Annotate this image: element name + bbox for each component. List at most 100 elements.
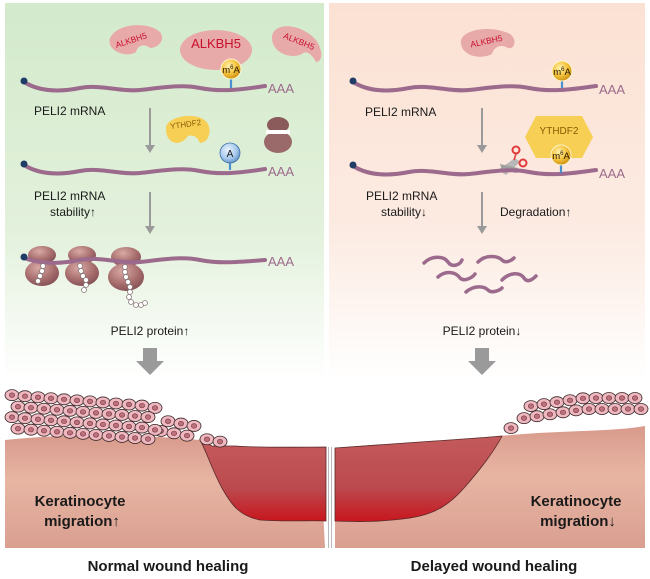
cell-nucleus bbox=[48, 395, 54, 401]
cell-nucleus bbox=[9, 414, 15, 420]
polya-tail-label: AAA bbox=[599, 166, 625, 181]
cell-nucleus bbox=[74, 419, 80, 425]
cell-nucleus bbox=[528, 403, 534, 409]
alkbh5-label: ALKBH5 bbox=[191, 36, 241, 51]
cell-nucleus bbox=[35, 416, 41, 422]
cell-nucleus bbox=[126, 401, 132, 408]
cell-nucleus bbox=[619, 395, 625, 401]
cell-nucleus bbox=[22, 415, 28, 421]
alkbh5-enzyme-2: ALKBH5 bbox=[180, 30, 252, 70]
cell-nucleus bbox=[178, 420, 184, 427]
degradation-label: Degradation↑ bbox=[500, 205, 571, 219]
left-caption: Normal wound healing bbox=[88, 558, 249, 575]
cell-nucleus bbox=[139, 424, 145, 431]
cell-nucleus bbox=[9, 392, 15, 398]
cell-nucleus bbox=[191, 423, 197, 429]
cell-nucleus bbox=[612, 406, 618, 412]
stability-label: stability↓ bbox=[381, 205, 427, 219]
mrna-label: PELI2 mRNA bbox=[34, 189, 105, 203]
right-panel-background bbox=[329, 3, 645, 381]
cell-nucleus bbox=[48, 417, 54, 423]
cell-nucleus bbox=[184, 433, 190, 439]
mrna-strand-2: m6A AAA bbox=[349, 144, 625, 181]
mrna-cap-icon bbox=[20, 160, 28, 168]
cell-nucleus bbox=[15, 404, 21, 410]
cell-nucleus bbox=[152, 427, 158, 433]
degraded-mrna-fragments-icon bbox=[422, 254, 538, 294]
cell-nucleus bbox=[61, 396, 67, 402]
m6a-mark-icon bbox=[550, 144, 572, 166]
polya-tail-label: AAA bbox=[599, 82, 625, 97]
adenosine-mark-label: A bbox=[227, 149, 234, 160]
cell-nucleus bbox=[113, 400, 119, 407]
ythdf2-reader: YTHDF2 bbox=[166, 115, 210, 143]
arrow-down-icon bbox=[145, 192, 155, 234]
cell-nucleus bbox=[554, 399, 560, 405]
cell-nucleus bbox=[119, 434, 125, 440]
cell-nucleus bbox=[67, 430, 73, 436]
mrna-cap-icon bbox=[20, 253, 28, 261]
cell-nucleus bbox=[28, 405, 34, 411]
mrna-strand-1: m6A AAA bbox=[20, 58, 294, 96]
mrna-label: PELI2 mRNA bbox=[366, 189, 437, 203]
cell-nucleus bbox=[593, 395, 599, 401]
ribosome-icon bbox=[264, 117, 292, 153]
right-wound bbox=[334, 435, 503, 522]
arrow-down-icon bbox=[145, 108, 155, 153]
cell-nucleus bbox=[606, 395, 612, 401]
protein-label: PELI2 protein↑ bbox=[111, 324, 190, 338]
mrna-cap-icon bbox=[349, 77, 357, 85]
mrna-label: PELI2 mRNA bbox=[34, 104, 105, 118]
cell-nucleus bbox=[534, 413, 540, 419]
cell-nucleus bbox=[41, 406, 47, 412]
cell-nucleus bbox=[139, 402, 145, 409]
cell-nucleus bbox=[106, 411, 112, 417]
skin-illustration: Keratinocyte migration↑ Keratinocyte mig… bbox=[4, 389, 649, 548]
cell-nucleus bbox=[171, 430, 177, 436]
cell-nucleus bbox=[28, 427, 34, 433]
cell-nucleus bbox=[632, 395, 638, 401]
right-caption: Delayed wound healing bbox=[411, 558, 578, 575]
left-panel: ALKBH5 ALKBH5 ALKBH5 m6A AAA PELI2 mRNA bbox=[20, 25, 322, 375]
mrna-strand-1: m6A AAA bbox=[349, 60, 625, 97]
migration-label: migration↓ bbox=[540, 513, 616, 530]
cell-nucleus bbox=[15, 426, 21, 432]
polya-tail-label: AAA bbox=[268, 81, 294, 96]
stability-label: stability↑ bbox=[50, 205, 96, 219]
mrna-cap-icon bbox=[20, 77, 28, 85]
cell-nucleus bbox=[119, 412, 125, 418]
alkbh5-enzyme: ALKBH5 bbox=[460, 29, 515, 57]
cell-nucleus bbox=[521, 415, 527, 421]
cell-nucleus bbox=[580, 395, 586, 401]
alkbh5-enzyme-3: ALKBH5 bbox=[272, 26, 322, 62]
polya-tail-label: AAA bbox=[268, 254, 294, 269]
cell-nucleus bbox=[41, 428, 47, 434]
cell-nucleus bbox=[93, 432, 99, 438]
cell-nucleus bbox=[560, 409, 566, 415]
cell-nucleus bbox=[100, 399, 106, 406]
keratinocyte-label: Keratinocyte bbox=[531, 493, 622, 510]
cell-nucleus bbox=[22, 393, 28, 399]
cell-nucleus bbox=[106, 433, 112, 439]
ythdf2-reader: YTHDF2 bbox=[525, 116, 593, 158]
protein-label: PELI2 protein↓ bbox=[443, 324, 522, 338]
cell-nucleus bbox=[113, 422, 119, 429]
cell-nucleus bbox=[80, 431, 86, 437]
big-arrow-down-icon bbox=[468, 348, 496, 375]
cell-nucleus bbox=[74, 397, 80, 403]
peptide-chain-icon bbox=[35, 263, 148, 308]
cell-nucleus bbox=[132, 413, 138, 419]
cell-nucleus bbox=[625, 406, 631, 412]
m6a-mark-icon bbox=[551, 60, 573, 82]
cell-nucleus bbox=[126, 423, 132, 430]
m6a-mark-label: m6A bbox=[552, 151, 570, 162]
cell-nucleus bbox=[87, 420, 93, 427]
cell-nucleus bbox=[217, 438, 223, 445]
cell-nucleus bbox=[508, 425, 514, 431]
ythdf2-label: YTHDF2 bbox=[170, 118, 203, 131]
cell-nucleus bbox=[638, 406, 644, 412]
polysome: AAA bbox=[20, 246, 294, 308]
adenosine-mark-icon bbox=[219, 142, 241, 164]
ythdf2-label: YTHDF2 bbox=[540, 126, 579, 137]
